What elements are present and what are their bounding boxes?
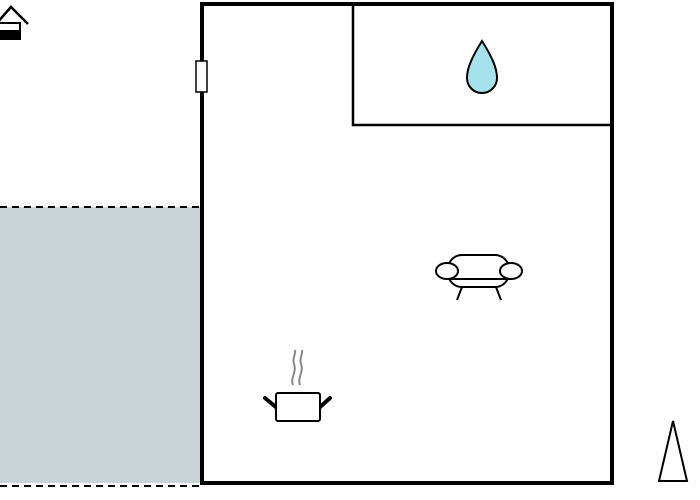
door-icon [195,60,208,93]
water-drop-icon [465,39,499,94]
cooking-pot-icon [263,349,332,422]
sofa-icon [435,254,523,301]
north-arrow-icon [657,420,689,482]
main-room-walls [200,2,614,485]
entrance-house-icon [0,5,29,40]
bathroom-walls [351,4,612,127]
terrace-area [0,206,200,487]
